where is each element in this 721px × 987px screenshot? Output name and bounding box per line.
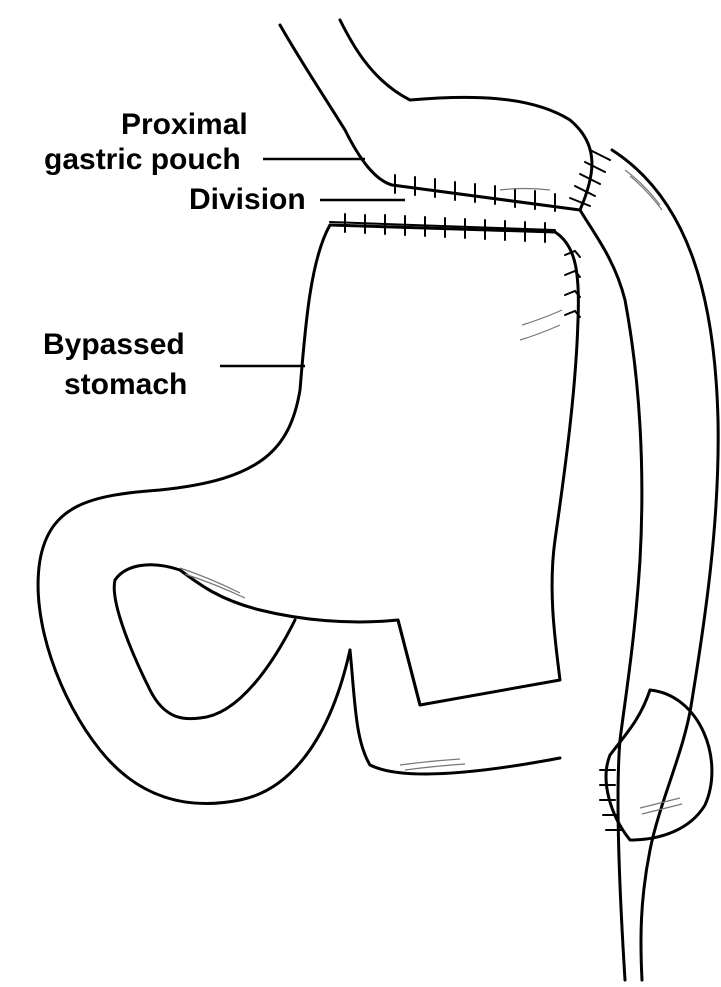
label-division: Division [189, 183, 306, 217]
division-staple-line-upper [392, 185, 580, 210]
roux-limb-left-wall [580, 210, 642, 980]
label-bypassed-line1: Bypassed [43, 328, 185, 362]
label-bypassed-line2: stomach [64, 368, 187, 402]
roux-limb-right-wall [612, 150, 718, 980]
label-proximal-line2: gastric pouch [44, 143, 241, 177]
jejunum-loop [350, 650, 560, 774]
shading-hatches [180, 170, 682, 814]
label-proximal-line1: Proximal [121, 108, 248, 142]
stomach-greater-curvature [38, 225, 350, 803]
staple-ticks-upper [395, 175, 555, 211]
bypassed-stomach-outline [114, 225, 578, 719]
jejunum-inner [398, 620, 420, 705]
gastrojejunostomy-staples [570, 150, 610, 206]
